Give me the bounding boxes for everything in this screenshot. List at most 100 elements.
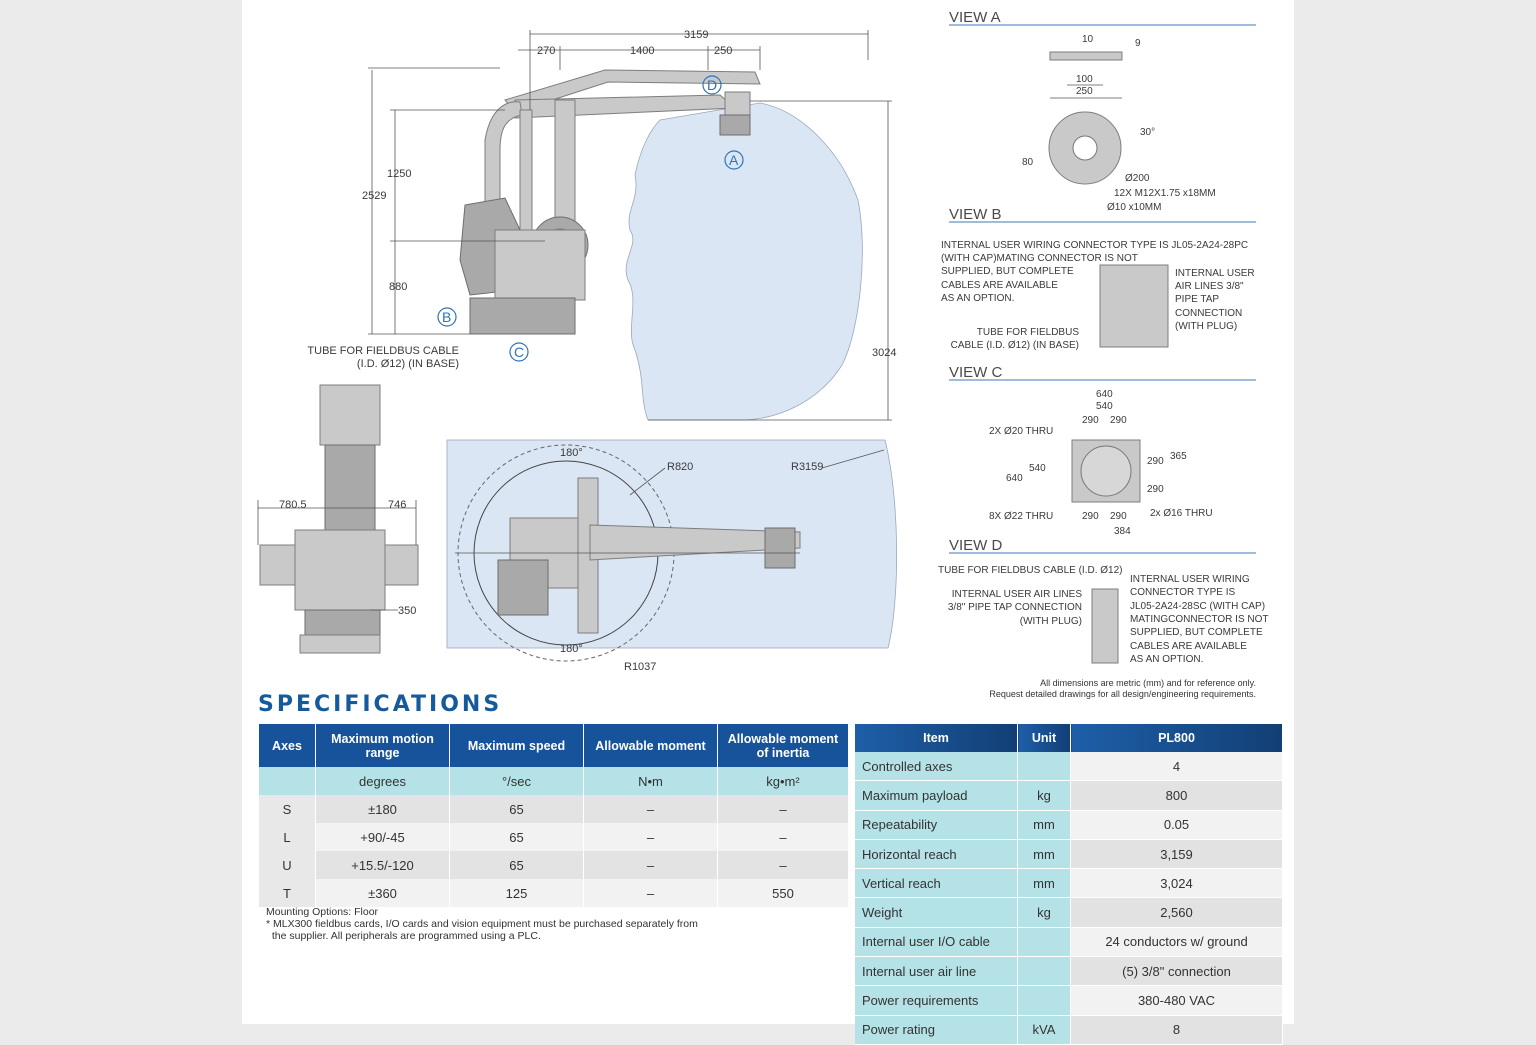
drawing-label: JL05-2A24-28SC (WITH CAP) [1130,601,1265,612]
table-cell: ±360 [315,879,450,907]
view-a-title: VIEW A [949,9,1001,26]
dim-label: 250 [714,45,732,57]
view-d: VIEW D TUBE FOR FIELDBUS CABLE (I.D. Ø12… [938,537,1269,665]
table-cell: S [259,795,316,823]
table-cell: mm [1017,868,1071,899]
dim-label: 3159 [684,29,708,41]
table-cell: +90/-45 [315,823,450,851]
angle-label: 180° [560,447,583,459]
drawing-label: 30° [1140,127,1155,138]
connector-plate-b [1099,264,1169,348]
table-cell: 125 [449,879,584,907]
table-cell: – [583,823,718,851]
drawing-label: INTERNAL USER [1175,268,1255,279]
table-cell: 800 [1070,780,1283,811]
table-cell: 65 [449,823,584,851]
drawing-label: 10 [1082,34,1094,45]
tube-label: (I.D. Ø12) (IN BASE) [357,358,459,370]
table-cell: kVA [1017,1015,1071,1045]
units-row: degrees °/sec N•m kg•m² [259,767,849,795]
robot-base [469,297,576,335]
dimension-note: All dimensions are metric (mm) and for r… [989,678,1256,699]
drawing-label: 290 [1147,456,1164,467]
drawing-label: 540 [1096,401,1113,412]
drawing-label: PIPE TAP [1175,294,1219,305]
col-header: PL800 [1070,724,1283,752]
table-cell: Power requirements [855,985,1018,1016]
drawing-label: 250 [1076,86,1093,97]
table-cell: mm [1017,839,1071,870]
table-cell: N•m [583,767,718,795]
table-cell: – [717,823,849,851]
drawing-label: (WITH PLUG) [1175,321,1237,332]
drawing-label: INTERNAL USER AIR LINES [952,589,1083,600]
drawing-label: INTERNAL USER WIRING CONNECTOR TYPE IS J… [941,240,1248,251]
callout-c: C [514,344,524,360]
drawing-label: 80 [1022,157,1034,168]
table-cell: Controlled axes [855,752,1018,782]
table-cell: Internal user air line [855,956,1018,987]
drawing-label: (WITH PLUG) [1020,616,1082,627]
dim-label: 746 [388,499,406,511]
drawing-label: (WITH CAP)MATING CONNECTOR IS NOT [941,253,1138,264]
drawing-label: 290 [1110,511,1127,522]
dim-label: 2529 [362,190,386,202]
col-header: Allowable moment of inertia [717,724,849,767]
drawing-label: 290 [1110,415,1127,426]
table-cell [1017,927,1071,958]
table-row: Internal user air line (5) 3/8" connectio… [855,956,1283,987]
drawing-label: CABLE (I.D. Ø12) (IN BASE) [951,340,1079,351]
drawing-label: CONNECTION [1175,308,1242,319]
table-cell: mm [1017,810,1071,840]
table-cell: 8 [1070,1015,1283,1045]
table-cell: – [583,795,718,823]
drawing-label: 2X Ø20 THRU [989,426,1053,437]
table-cell: 4 [1070,752,1283,782]
table-cell: +15.5/-120 [315,851,450,879]
table-row: Internal user I/O cable 24 conductors w/ … [855,927,1283,958]
table-cell [1017,956,1071,987]
table-cell: kg [1017,897,1071,928]
table-cell: 24 conductors w/ ground [1070,927,1283,958]
dim-label: 3024 [872,347,896,359]
table-cell: Internal user I/O cable [855,927,1018,958]
table-cell: 550 [717,879,849,907]
drawing-label: AIR LINES 3/8" [1175,281,1244,292]
drawing-label: TUBE FOR FIELDBUS CABLE (I.D. Ø12) [938,565,1122,576]
radius-label: R820 [667,461,693,473]
table-cell: L [259,823,316,851]
table-cell: – [717,795,849,823]
drawing-label: 100 [1076,74,1093,85]
front-view: 780.5 746 350 [257,384,419,654]
table-cell [1017,752,1071,782]
drawing-label: 365 [1170,451,1187,462]
connector-plate-d [1091,588,1119,664]
table-cell: – [583,879,718,907]
callout-b: B [442,309,451,325]
drawing-label: CABLES ARE AVAILABLE [1130,641,1247,652]
drawing-label: MATINGCONNECTOR IS NOT [1130,614,1269,625]
spec-notes: Mounting Options: Floor * MLX300 fieldbu… [266,906,698,942]
drawing-label: 9 [1135,38,1141,49]
dim-label: 270 [537,45,555,57]
angle-label: 180° [560,643,583,655]
table-cell: Horizontal reach [855,839,1018,870]
table-cell: °/sec [449,767,584,795]
table-cell: 2,560 [1070,897,1283,928]
drawing-label: AS AN OPTION. [941,293,1014,304]
table-cell: (5) 3/8" connection [1070,956,1283,987]
table-cell: 65 [449,851,584,879]
table-cell: 65 [449,795,584,823]
drawing-label: TUBE FOR FIELDBUS [977,327,1080,338]
view-d-title: VIEW D [949,537,1003,554]
main-side-view: 3159 270 1400 250 1250 2529 880 3024 A B… [307,29,896,421]
drawing-label: 8X Ø22 THRU [989,511,1053,522]
table-cell: T [259,879,316,907]
